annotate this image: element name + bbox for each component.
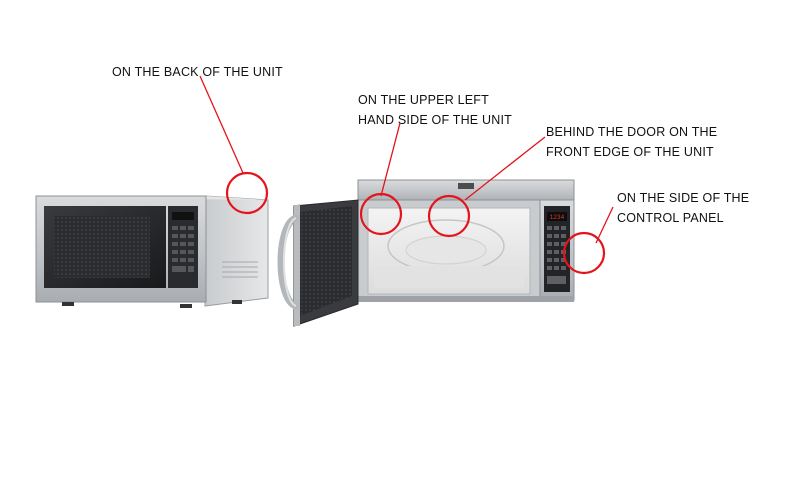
highlight-circle-behind-door <box>427 194 471 238</box>
callout-leader-lines <box>199 75 614 244</box>
leader-line-upper-left <box>380 122 401 197</box>
callout-line: CONTROL PANEL <box>617 211 724 225</box>
leader-line-side-panel <box>595 206 614 244</box>
over-range-microwave: 1234 <box>277 179 575 327</box>
highlight-circle-upper-left <box>359 192 403 236</box>
highlight-circle-side-panel <box>562 231 606 275</box>
callout-label-upper-left: ON THE UPPER LEFT HAND SIDE OF THE UNIT <box>358 90 512 130</box>
callout-line: ON THE UPPER LEFT <box>358 93 489 107</box>
callout-label-back: ON THE BACK OF THE UNIT <box>112 62 283 82</box>
leader-line-behind-door <box>464 136 546 201</box>
callout-line: ON THE SIDE OF THE <box>617 191 750 205</box>
leader-line-back <box>199 75 244 174</box>
clock-display: 1234 <box>550 214 565 221</box>
callout-label-side-panel: ON THE SIDE OF THE CONTROL PANEL <box>617 188 749 228</box>
callout-line: ON THE BACK OF THE UNIT <box>112 65 283 79</box>
callout-line: FRONT EDGE OF THE UNIT <box>546 145 714 159</box>
callout-line: BEHIND THE DOOR ON THE <box>546 125 718 139</box>
highlight-circle-back <box>225 171 269 215</box>
callout-label-behind-door: BEHIND THE DOOR ON THE FRONT EDGE OF THE… <box>546 122 717 162</box>
countertop-microwave <box>35 195 269 308</box>
callout-line: HAND SIDE OF THE UNIT <box>358 113 512 127</box>
